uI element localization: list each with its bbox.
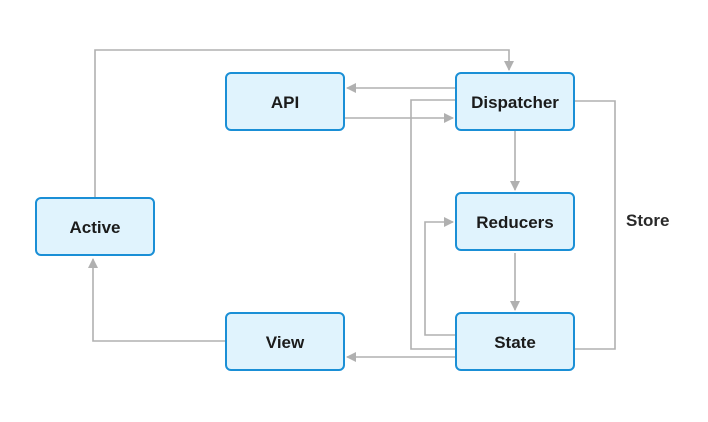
node-state: State: [455, 312, 575, 371]
node-state-label: State: [494, 333, 536, 352]
node-active: Active: [35, 197, 155, 256]
node-reducers-label: Reducers: [476, 213, 553, 232]
connector-dispatcher-to-state: [410, 99, 455, 350]
connector-state-to-reducers: [424, 217, 455, 336]
node-view: View: [225, 312, 345, 371]
node-api: API: [225, 72, 345, 131]
node-active-label: Active: [69, 218, 120, 237]
node-dispatcher: Dispatcher: [455, 72, 575, 131]
store-label: Store: [626, 211, 669, 230]
node-dispatcher-label: Dispatcher: [471, 93, 559, 112]
connector-active-to-dispatcher: [94, 49, 514, 197]
node-view-label: View: [266, 333, 305, 352]
node-api-label: API: [271, 93, 299, 112]
store-bracket: [575, 100, 616, 350]
connector-view-to-active: [88, 258, 225, 342]
node-reducers: Reducers: [455, 192, 575, 251]
